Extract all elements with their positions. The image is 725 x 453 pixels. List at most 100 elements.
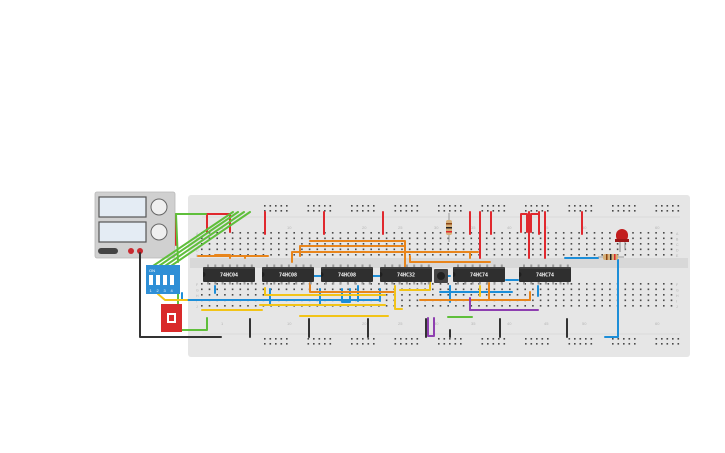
column-number-top: 50	[582, 225, 587, 230]
ic-chip-label: 74HC74	[470, 273, 488, 279]
ic-chip-pin	[566, 282, 569, 285]
signal-wire-yellow[interactable]	[264, 287, 386, 296]
power-jumper-red[interactable]	[530, 213, 540, 233]
slide-switch[interactable]	[161, 304, 182, 332]
column-number-bottom: 40	[507, 321, 512, 326]
column-number-top: 35	[471, 225, 476, 230]
dip-pos-1: 1	[150, 288, 153, 293]
pushbutton[interactable]	[434, 269, 448, 283]
signal-wire-orange[interactable]	[409, 255, 491, 263]
ic-chip-pin	[339, 282, 342, 285]
current-display	[98, 221, 147, 243]
dip-wire-green[interactable]	[167, 211, 251, 269]
dip-wire-green[interactable]	[161, 211, 245, 269]
signal-wire-purple[interactable]	[427, 317, 435, 337]
ic-chip-pin	[346, 282, 349, 285]
signal-wire-yellow[interactable]	[157, 293, 188, 301]
column-number-top: 45	[544, 225, 549, 230]
ic-chip-pin	[332, 264, 335, 267]
ic-chip-notch	[519, 272, 522, 277]
negative-terminal[interactable]	[137, 248, 143, 254]
ic-chip[interactable]: 74HC08	[321, 264, 373, 285]
ic-chip-notch	[380, 272, 383, 277]
dip-toggle-3[interactable]	[163, 275, 167, 285]
column-number-top: 25	[398, 225, 403, 230]
dip-on-label: ON	[149, 268, 155, 273]
dip-wire-green[interactable]	[175, 213, 207, 263]
ic-chip-pin	[280, 282, 283, 285]
ic-chip[interactable]: 74HC32	[380, 264, 432, 285]
power-switch[interactable]	[98, 248, 118, 254]
signal-wire-yellow[interactable]	[399, 281, 431, 291]
dip-toggle-4[interactable]	[170, 275, 174, 285]
ic-chip-pin	[368, 282, 371, 285]
signal-wire-orange[interactable]	[309, 282, 396, 293]
ic-chip-pin	[493, 264, 496, 267]
column-number-top: 60	[655, 225, 660, 230]
ground-wire-black[interactable]	[139, 252, 222, 338]
positive-terminal[interactable]	[128, 248, 134, 254]
signal-wire-yellow[interactable]	[394, 285, 403, 310]
ic-chip-pin	[214, 264, 217, 267]
ic-chip-label: 74HC04	[220, 273, 238, 279]
column-number-top: 30	[434, 225, 439, 230]
ic-chip-pin	[302, 264, 305, 267]
ic-chip-edge	[453, 267, 505, 269]
column-number-bottom: 10	[287, 321, 292, 326]
ic-chip-pin	[221, 282, 224, 285]
dip-wire-green[interactable]	[149, 211, 234, 269]
ic-chip-pin	[228, 282, 231, 285]
power-jumper-red[interactable]	[520, 213, 528, 233]
ic-chip-pin	[332, 282, 335, 285]
ic-chip-pin	[384, 282, 386, 285]
ic-chip-body	[519, 267, 571, 282]
ic-chip-body	[262, 267, 314, 282]
hole-grid	[201, 205, 680, 345]
ic-chip-pin	[552, 264, 555, 267]
ic-chip-label: 74HC74	[536, 273, 554, 279]
ic-chip-pin	[559, 282, 562, 285]
ic-chip-pin	[236, 282, 239, 285]
ic-chip-body	[453, 267, 505, 282]
ic-chip-pin	[405, 264, 408, 267]
column-number-bottom: 50	[582, 321, 587, 326]
ic-chip-pin	[427, 264, 430, 267]
ic-chip-body	[380, 267, 432, 282]
ic-chip-pin	[500, 282, 503, 285]
ic-chip-body	[321, 267, 373, 282]
wires[interactable]	[139, 211, 619, 338]
ic-chip-pin	[250, 282, 253, 285]
ic-chip-pin	[523, 264, 525, 267]
ic-chip-pin	[302, 282, 305, 285]
row-letter-right: F	[676, 283, 678, 287]
ic-chip-pin	[243, 264, 246, 267]
ic-chip-pin	[295, 264, 298, 267]
dip-switch[interactable]: ON 1 2 3 4	[146, 265, 180, 294]
dip-toggle-2[interactable]	[156, 275, 160, 285]
column-number-top: 20	[362, 225, 367, 230]
power-jumper-red[interactable]	[206, 213, 231, 233]
current-knob[interactable]	[150, 223, 168, 241]
ic-chip[interactable]: 74HC08	[262, 264, 314, 285]
ic-chip-notch	[321, 272, 324, 277]
ic-chip-pin	[420, 264, 423, 267]
signal-wire-orange[interactable]	[291, 251, 479, 263]
column-number-bottom: 20	[362, 321, 367, 326]
ic-chip-pin	[413, 282, 416, 285]
ic-chip[interactable]: 74HC74	[453, 264, 505, 285]
ic-chip-pin	[552, 282, 555, 285]
ic-chip[interactable]: 74HC04	[203, 264, 255, 285]
ic-chip-notch	[203, 272, 206, 277]
led-ground-wire-blue[interactable]	[604, 259, 619, 338]
ic-chip-pin	[250, 264, 253, 267]
power-supply[interactable]	[94, 191, 176, 259]
ic-chip-pin	[361, 264, 364, 267]
ic-chip-pin	[537, 264, 540, 267]
resistor-led	[598, 254, 624, 260]
ic-chip-pin	[207, 264, 209, 267]
ic-chip[interactable]: 74HC74	[519, 264, 571, 285]
voltage-knob[interactable]	[150, 198, 168, 216]
dip-wire-green[interactable]	[155, 211, 239, 269]
ic-chip-pin	[309, 282, 312, 285]
dip-toggle-1[interactable]	[149, 275, 153, 285]
